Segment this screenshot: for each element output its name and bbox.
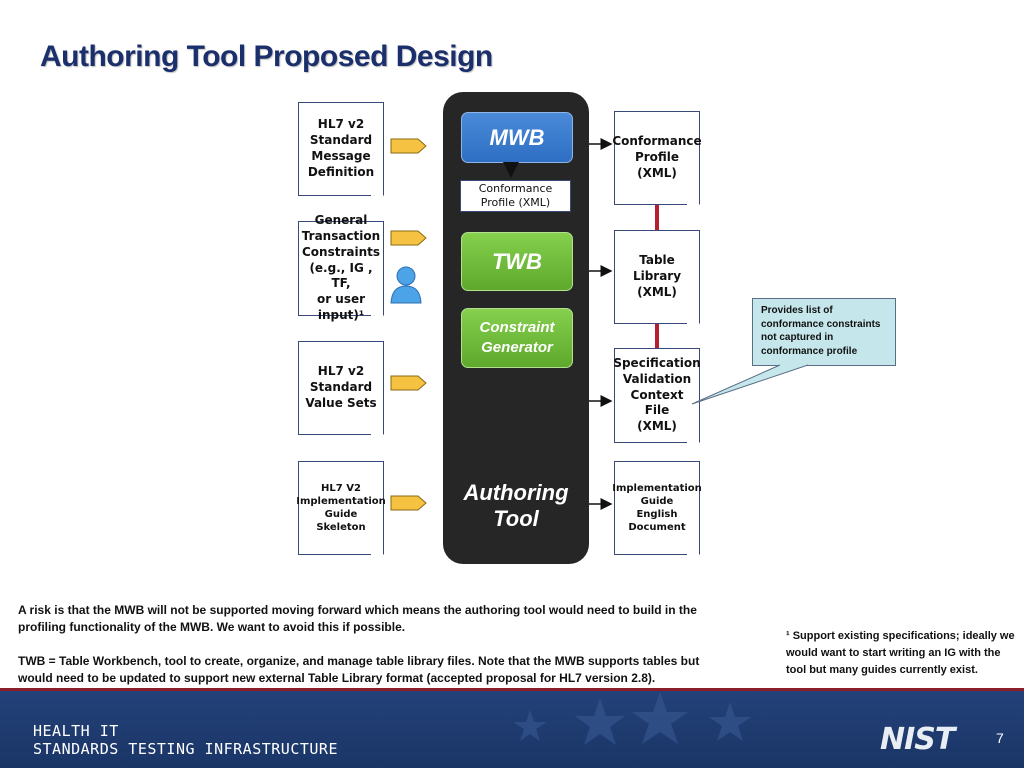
mwb-block: MWB bbox=[461, 112, 573, 163]
footer-line-2: STANDARDS TESTING INFRASTRUCTURE bbox=[33, 740, 338, 758]
callout-note: Provides list of conformance constraints… bbox=[752, 298, 896, 366]
input-doc-label: HL7 v2 Standard Value Sets bbox=[305, 364, 377, 410]
constraint-generator-block: Constraint Generator bbox=[461, 308, 573, 368]
output-doc-conformance-profile: Conformance Profile (XML) bbox=[612, 111, 702, 205]
output-doc-label: Implementation Guide English Document bbox=[612, 482, 702, 534]
page-number: 7 bbox=[996, 730, 1004, 746]
output-doc-spec-validation-context: Specification Validation Context File (X… bbox=[613, 348, 701, 443]
footer-red-line bbox=[0, 688, 1024, 691]
output-doc-label: Conformance Profile (XML) bbox=[612, 134, 702, 180]
input-doc-label: HL7 V2 Implementation Guide Skeleton bbox=[296, 482, 386, 534]
authoring-tool-label: Authoring Tool bbox=[463, 480, 569, 532]
inner-conformance-profile-doc: Conformance Profile (XML) bbox=[460, 180, 571, 212]
footnote: ¹ Support existing specifications; ideal… bbox=[786, 630, 1015, 677]
input-doc-general-constraints: General Transaction Constraints (e.g., I… bbox=[298, 213, 384, 322]
red-connector-1 bbox=[655, 205, 659, 230]
red-connector-2 bbox=[655, 324, 659, 348]
input-doc-label: General Transaction Constraints (e.g., I… bbox=[301, 213, 381, 323]
page-title: Authoring Tool Proposed Design bbox=[40, 40, 493, 73]
notes-section: A risk is that the MWB will not be suppo… bbox=[18, 602, 728, 704]
note-paragraph-2: TWB = Table Workbench, tool to create, o… bbox=[18, 653, 700, 686]
user-person-icon bbox=[390, 266, 422, 304]
output-doc-table-library: Table Library (XML) bbox=[614, 230, 700, 324]
footer-bar bbox=[0, 688, 1024, 768]
input-arrow-4 bbox=[390, 495, 427, 511]
twb-block: TWB bbox=[461, 232, 573, 291]
nist-logo: NIST bbox=[880, 722, 955, 757]
output-doc-label: Specification Validation Context File (X… bbox=[613, 355, 701, 434]
footer-star-decoration bbox=[513, 692, 751, 745]
input-arrow-1 bbox=[390, 138, 427, 154]
output-doc-label: Table Library (XML) bbox=[632, 253, 682, 299]
input-doc-label: HL7 v2 Standard Message Definition bbox=[307, 117, 375, 179]
input-doc-hl7-v2-message: HL7 v2 Standard Message Definition bbox=[298, 102, 384, 196]
input-doc-hl7-v2-value-sets: HL7 v2 Standard Value Sets bbox=[298, 341, 384, 435]
input-doc-hl7-v2-ig-skeleton: HL7 V2 Implementation Guide Skeleton bbox=[296, 461, 386, 555]
input-arrow-3 bbox=[390, 375, 427, 391]
input-arrow-2 bbox=[390, 230, 427, 246]
output-doc-ig-english: Implementation Guide English Document bbox=[612, 461, 702, 555]
footer-line-1: HEALTH IT bbox=[33, 722, 119, 740]
note-paragraph-1: A risk is that the MWB will not be suppo… bbox=[18, 603, 697, 635]
callout-pointer bbox=[691, 364, 809, 405]
